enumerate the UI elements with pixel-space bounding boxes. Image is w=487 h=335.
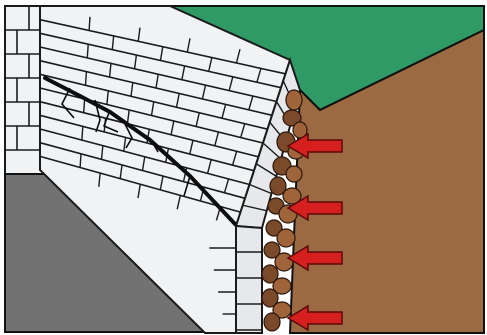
backfill-rock	[277, 229, 295, 247]
foundation-wall-lower-edge	[236, 226, 262, 333]
mortar-joint	[87, 44, 88, 58]
backfill-rock	[264, 313, 280, 331]
mortar-joint	[86, 72, 87, 86]
mortar-joint	[84, 99, 85, 113]
mortar-joint	[82, 126, 83, 140]
backfill-rock	[286, 166, 302, 182]
backfill-rock	[286, 90, 302, 110]
mortar-joint	[89, 17, 90, 31]
mortar-joint	[80, 154, 81, 168]
backfill-rock	[275, 253, 293, 271]
